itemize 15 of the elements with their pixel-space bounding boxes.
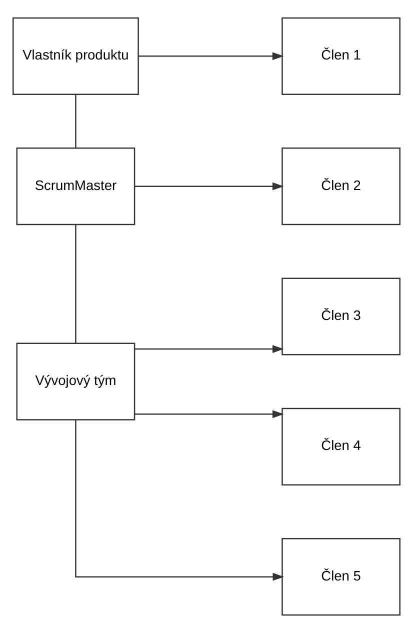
node-box: ScrumMaster [16,147,136,225]
arrow [138,52,284,60]
arrow [134,344,284,352]
node-box: Člen 2 [282,147,400,225]
node-box: Vlastník produktu [12,16,139,94]
arrow [134,182,284,190]
node-box: Vývojový tým [16,342,136,420]
node-box: Člen 3 [282,277,400,355]
connector [75,94,76,148]
node-box: Člen 1 [282,16,400,94]
node-box: Člen 4 [282,407,400,485]
node-box: Člen 5 [282,538,400,616]
connector [75,224,76,343]
arrow [75,420,284,580]
arrow [134,410,284,418]
